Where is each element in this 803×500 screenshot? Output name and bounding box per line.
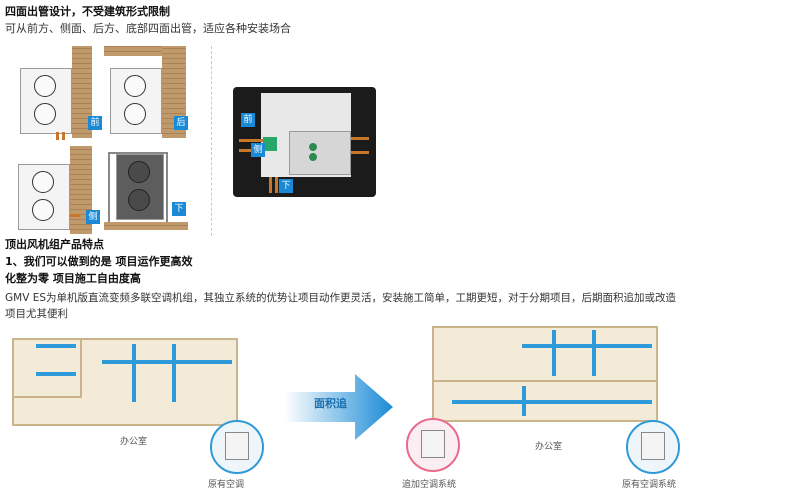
- unit-back-illustration: 后: [104, 46, 194, 144]
- divider-line: [211, 46, 212, 236]
- section2-paragraph-line2: 项目尤其便利: [5, 308, 68, 320]
- section2-paragraph-line1: GMV ES为单机版直流变频多联空调机组，其独立系统的优势让项目动作更灵活，安装…: [5, 292, 677, 304]
- section2-point1: 1、我们可以做到的是 项目运作更高效: [5, 255, 193, 268]
- added-ac-icon: [406, 418, 460, 472]
- existing-ac-label: 原有空调系统: [622, 480, 677, 490]
- label-side: 侧: [86, 210, 100, 224]
- floorplan-expanded: [432, 320, 672, 430]
- original-ac-label: 原有空调: [208, 480, 245, 490]
- photo-label-bottom: 下: [279, 179, 293, 193]
- added-ac-label: 追加空调系统: [402, 480, 457, 490]
- unit-bottom-illustration: 下: [104, 146, 194, 236]
- section2-subtitle: 化整为零 项目施工自由度高: [5, 272, 141, 285]
- original-ac-icon: [210, 420, 264, 474]
- left-room-label: 办公室: [120, 437, 148, 447]
- right-room-label: 办公室: [535, 442, 563, 452]
- photo-label-side: 侧: [251, 143, 265, 157]
- section1-desc: 可从前方、侧面、后方、底部四面出管，适应各种安装场合: [5, 22, 291, 35]
- unit-front-illustration: 前: [10, 46, 102, 144]
- existing-ac-icon: [626, 420, 680, 474]
- photo-label-front: 前: [241, 113, 255, 127]
- section2-title: 顶出风机组产品特点: [5, 238, 104, 251]
- pipe-outlet-photo: 前 侧 下: [233, 87, 376, 197]
- unit-side-illustration: 侧: [10, 146, 100, 236]
- label-bottom: 下: [172, 202, 186, 216]
- label-front: 前: [88, 116, 102, 130]
- label-back: 后: [174, 116, 188, 130]
- floorplan-original: [12, 330, 252, 434]
- arrow-label: 面积追: [314, 397, 347, 410]
- section1-title: 四面出管设计，不受建筑形式限制: [5, 5, 170, 18]
- area-expand-arrow: [285, 372, 395, 442]
